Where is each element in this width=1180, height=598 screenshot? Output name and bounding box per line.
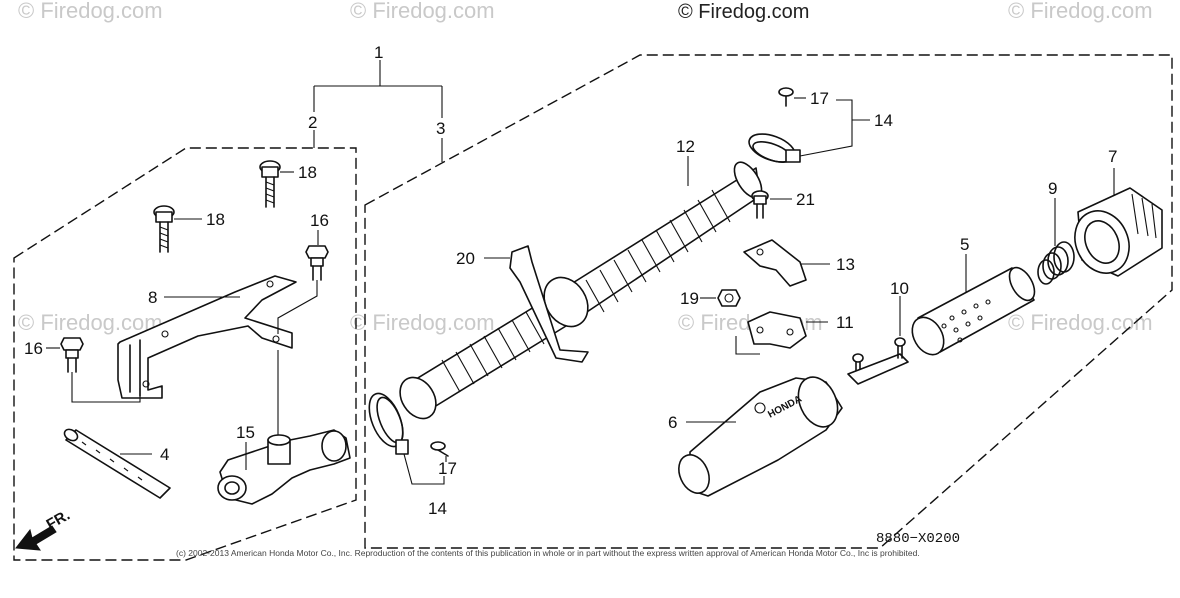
watermark-mid-center: © Firedog.com [350,310,495,335]
label-part-16-right: 16 [310,211,329,230]
tube-4-icon [63,428,171,499]
frame-kit-2 [13,147,357,561]
label-part-20: 20 [456,249,475,268]
front-direction-arrow-icon [15,525,57,551]
label-part-10: 10 [890,279,909,298]
clamp-14-upper-icon [748,133,801,163]
label-part-13: 13 [836,255,855,274]
screw-17-upper-icon [778,87,794,107]
label-part-16-left: 16 [24,339,43,358]
label-part-4: 4 [160,445,169,464]
label-part-18-upper: 18 [298,163,317,182]
watermark-mid-right-b: © Firedog.com [1008,310,1153,335]
clamp-14-lower-icon [368,392,409,455]
watermark-top-left: © Firedog.com [18,0,163,23]
label-part-15: 15 [236,423,255,442]
label-part-17-lower: 17 [438,459,457,478]
drawing-code: 8880−X0200 [876,531,960,547]
copyright-notice: (c) 2002-2013 American Honda Motor Co., … [176,548,920,558]
label-part-9: 9 [1048,179,1057,198]
label-part-3: 3 [436,119,445,138]
frame-kit-3 [364,54,1173,549]
label-part-5: 5 [960,235,969,254]
label-part-18-lower: 18 [206,210,225,229]
bolt-10-icon [847,337,909,385]
label-part-12: 12 [676,137,695,156]
assembly-bracket [313,60,443,162]
bracket-13-icon [743,239,807,287]
clip-11-icon [747,311,807,349]
watermark-top-mid: © Firedog.com [350,0,495,23]
joint-15-icon [217,429,351,505]
nut-19-icon [717,289,741,307]
label-part-17-upper: 17 [810,89,829,108]
label-part-21: 21 [796,190,815,209]
watermark-mid-left: © Firedog.com [18,310,163,335]
label-part-1: 1 [374,43,383,62]
bolt-16-right-icon [305,245,329,281]
watermark-top-right: © Firedog.com [1008,0,1153,23]
watermark-top-main: © Firedog.com [678,1,809,23]
silencer-6-icon: HONDA [678,376,843,497]
cap-7-icon [1074,187,1163,277]
label-part-6: 6 [668,413,677,432]
bolt-21-icon [751,190,769,219]
filter-5-icon [911,266,1036,356]
label-part-8: 8 [148,288,157,307]
screw-17-lower-icon [430,441,449,457]
bolt-16-left-icon [60,337,84,373]
clip-20-icon [509,245,589,363]
label-part-14-upper: 14 [874,111,893,130]
label-part-14-lower: 14 [428,499,447,518]
label-part-11: 11 [836,313,854,332]
bracket-8-icon [117,275,297,399]
spring-9-icon [1037,241,1075,285]
label-part-19: 19 [680,289,699,308]
hose-12-icon [399,161,763,420]
label-part-7: 7 [1108,147,1117,166]
bolt-18-upper-icon [259,160,281,208]
bolt-18-lower-icon [153,205,175,253]
label-part-2: 2 [308,113,317,132]
